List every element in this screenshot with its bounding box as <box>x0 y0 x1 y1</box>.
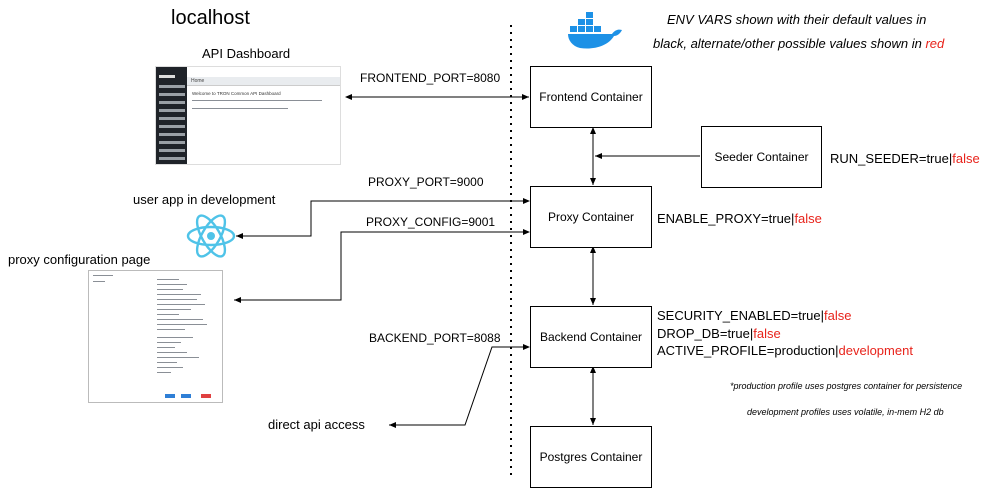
user-app-label: user app in development <box>133 192 276 207</box>
api-dashboard-screenshot: Home Welcome to TRON Common API Dashboar… <box>155 66 341 165</box>
legend-line-1: ENV VARS shown with their default values… <box>667 12 927 27</box>
env-run-seeder-alt: false <box>952 151 980 166</box>
proxy-container-label: Proxy Container <box>547 210 635 224</box>
backend-port-label: BACKEND_PORT=8088 <box>369 331 501 345</box>
postgres-container: Postgres Container <box>530 426 652 488</box>
proxy-container: Proxy Container <box>530 186 652 248</box>
seeder-container-label: Seeder Container <box>714 150 809 164</box>
env-security-enabled: SECURITY_ENABLED=true|false <box>657 308 852 323</box>
env-active-profile-sep: | <box>835 343 839 358</box>
env-enable-proxy-sep: | <box>791 211 795 226</box>
legend-line-2-text: black, alternate/other possible values s… <box>653 36 926 51</box>
env-drop-db-alt: false <box>753 326 781 341</box>
proxy-config-page-label: proxy configuration page <box>8 252 151 267</box>
env-active-profile: ACTIVE_PROFILE=production|development <box>657 343 913 358</box>
backend-container: Backend Container <box>530 306 652 368</box>
react-atom-icon <box>186 214 236 258</box>
env-run-seeder-sep: | <box>948 151 953 166</box>
dashboard-header: Home <box>187 77 340 86</box>
env-run-seeder: RUN_SEEDER=true|false <box>830 151 980 166</box>
dashboard-home-text: Home <box>191 78 205 84</box>
note-development: development profiles uses volatile, in-m… <box>747 407 944 417</box>
note-production: *production profile uses postgres contai… <box>730 381 963 391</box>
docker-whale-icon <box>568 12 622 49</box>
backend-container-label: Backend Container <box>539 330 643 344</box>
frontend-port-label: FRONTEND_PORT=8080 <box>360 71 501 85</box>
env-drop-db-default: DROP_DB=true <box>657 326 750 341</box>
dashboard-welcome-text: Welcome to TRON Common API Dashboard <box>192 91 281 96</box>
legend-red-word: red <box>925 36 945 51</box>
env-security-enabled-sep: | <box>820 308 825 323</box>
env-enable-proxy-default: ENABLE_PROXY=true <box>657 211 792 226</box>
env-active-profile-default: ACTIVE_PROFILE=production <box>657 343 836 358</box>
proxy-port-label: PROXY_PORT=9000 <box>368 175 484 189</box>
frontend-container-label: Frontend Container <box>539 90 643 104</box>
seeder-container: Seeder Container <box>701 126 822 188</box>
env-security-enabled-alt: false <box>824 308 852 323</box>
legend-line-2: black, alternate/other possible values s… <box>653 37 944 51</box>
page-title: localhost <box>171 7 250 29</box>
proxy-config-arrow <box>234 229 530 303</box>
proxy-config-screenshot <box>88 270 223 403</box>
env-security-enabled-default: SECURITY_ENABLED=true <box>657 308 821 323</box>
direct-api-label: direct api access <box>268 417 365 432</box>
backend-port-arrow <box>389 344 530 428</box>
env-run-seeder-default: RUN_SEEDER=true <box>830 151 949 166</box>
proxy-config-port-label: PROXY_CONFIG=9001 <box>366 215 496 229</box>
dashboard-sidebar <box>156 67 187 164</box>
env-enable-proxy: ENABLE_PROXY=true|false <box>657 211 822 226</box>
env-drop-db: DROP_DB=true|false <box>657 326 781 341</box>
postgres-container-label: Postgres Container <box>539 450 643 464</box>
env-enable-proxy-alt: false <box>794 211 822 226</box>
env-drop-db-sep: | <box>749 326 754 341</box>
env-active-profile-alt: development <box>838 343 913 358</box>
frontend-container: Frontend Container <box>530 66 652 128</box>
api-dashboard-label: API Dashboard <box>202 46 291 61</box>
